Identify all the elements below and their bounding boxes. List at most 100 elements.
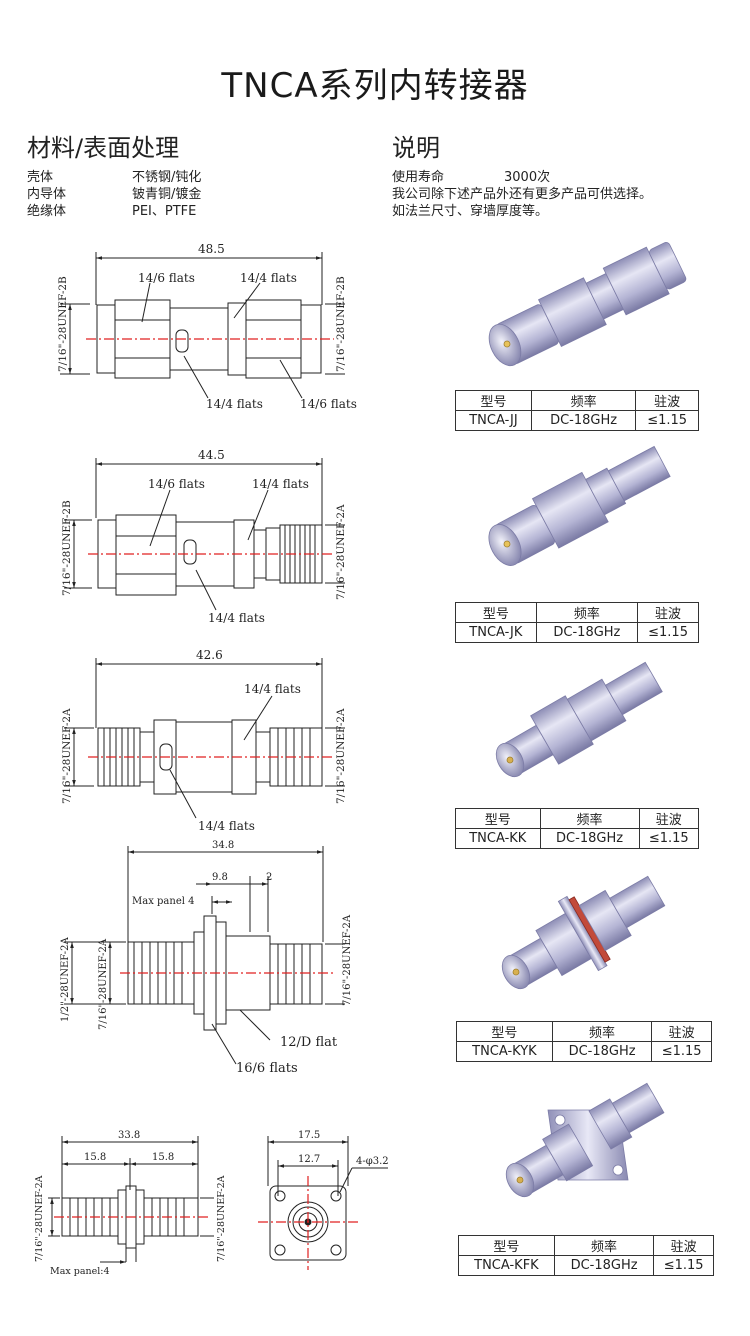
product-image-kyk <box>501 875 666 990</box>
header-freq: 频率 <box>551 1021 653 1042</box>
materials-list: 壳体 不锈钢/钝化 内导体 铍青铜/镀金 绝缘体 PEI、PTFE <box>27 169 201 220</box>
material-row: 内导体 铍青铜/镀金 <box>27 186 201 203</box>
materials-heading: 材料/表面处理 <box>27 134 180 162</box>
drawing-kfk-front <box>267 1136 388 1261</box>
thread-label: 7/16"-28UNEF-2B <box>61 500 73 596</box>
flat-label: 14/4 flats <box>198 819 255 833</box>
drawing-jj <box>60 252 345 399</box>
material-row: 壳体 不锈钢/钝化 <box>27 169 201 186</box>
flat-label: 14/4 flats <box>240 271 297 285</box>
header-freq: 频率 <box>530 390 637 411</box>
header-model: 型号 <box>455 390 532 411</box>
thread-label: 1/2"-28UNEF-2A <box>60 936 71 1022</box>
dim-holes: 4-φ3.2 <box>356 1156 389 1167</box>
header-model: 型号 <box>455 602 537 623</box>
note-life: 使用寿命 3000次 <box>392 169 652 186</box>
thread-label: 7/16"-28UNEF-2A <box>335 504 347 600</box>
material-value: 不锈钢/钝化 <box>132 170 202 185</box>
material-part: 壳体 <box>27 170 54 185</box>
header-freq: 频率 <box>553 1235 655 1256</box>
note-life-value: 3000次 <box>504 170 551 185</box>
dim-flange: 17.5 <box>298 1130 320 1141</box>
dim-length-kyk: 34.8 <box>212 840 234 851</box>
material-part: 内导体 <box>27 187 67 202</box>
flat-label: 14/4 flats <box>208 611 265 625</box>
thread-label: 7/16"-28UNEF-2B <box>335 276 347 372</box>
header-vswr: 驻波 <box>637 602 699 623</box>
thread-label: 7/16"-28UNEF-2A <box>335 708 347 804</box>
thread-label: 7/16"-28UNEF-2A <box>61 708 73 804</box>
header-freq: 频率 <box>539 808 640 829</box>
dim-hole-pitch: 12.7 <box>298 1154 320 1165</box>
thread-label: 7/16"-28UNEF-2A <box>342 914 353 1006</box>
cell-freq: DC-18GHz <box>551 1041 653 1062</box>
cell-freq: DC-18GHz <box>535 622 639 643</box>
center-lines <box>54 338 358 1270</box>
cell-vswr: ≤1.15 <box>651 1041 712 1062</box>
material-row: 绝缘体 PEI、PTFE <box>27 203 201 220</box>
dim-half: 15.8 <box>152 1152 174 1163</box>
cell-vswr: ≤1.15 <box>637 622 699 643</box>
cell-model: TNCA-KFK <box>458 1255 555 1276</box>
header-model: 型号 <box>458 1235 555 1256</box>
dim-thickness: 2 <box>266 872 272 883</box>
flat-label: 14/6 flats <box>300 397 357 411</box>
thread-label: 7/16"-28UNEF-2A <box>216 1175 227 1262</box>
cell-model: TNCA-KYK <box>456 1041 553 1062</box>
thread-label: 7/16"-28UNEF-2A <box>98 938 109 1030</box>
flat-label: 16/6 flats <box>236 1061 298 1076</box>
cell-freq: DC-18GHz <box>539 828 640 849</box>
header-vswr: 驻波 <box>653 1235 714 1256</box>
header-vswr: 驻波 <box>635 390 699 411</box>
header-vswr: 驻波 <box>638 808 700 829</box>
cell-freq: DC-18GHz <box>530 410 637 431</box>
cell-freq: DC-18GHz <box>553 1255 655 1276</box>
header-vswr: 驻波 <box>651 1021 712 1042</box>
page-title: TNCA系列内转接器 <box>221 66 529 106</box>
header-freq: 频率 <box>535 602 639 623</box>
thread-label: 7/16"-28UNEF-2A <box>34 1175 45 1262</box>
flat-label: 12/D flat <box>280 1035 338 1050</box>
dim-length-jj: 48.5 <box>198 242 225 256</box>
notes-block: 使用寿命 3000次 我公司除下述产品外还有更多产品可供选择。 如法兰尺寸、穿墙厚… <box>392 169 652 220</box>
cell-model: TNCA-JK <box>455 622 537 643</box>
note-life-label: 使用寿命 <box>392 170 445 185</box>
note-line: 我公司除下述产品外还有更多产品可供选择。 <box>392 187 653 202</box>
flat-label: 14/4 flats <box>206 397 263 411</box>
flat-label: 14/6 flats <box>138 271 195 285</box>
cell-model: TNCA-JJ <box>455 410 532 431</box>
panel-label: Max panel 4 <box>132 896 194 907</box>
drawing-kk <box>64 658 345 819</box>
cell-vswr: ≤1.15 <box>638 828 700 849</box>
product-image-kk <box>495 661 663 778</box>
cell-model: TNCA-KK <box>455 828 541 849</box>
drawing-jk <box>64 458 345 611</box>
product-image-jk <box>488 445 671 566</box>
dim-length-jk: 44.5 <box>198 448 225 462</box>
panel-label: Max panel:4 <box>50 1266 110 1277</box>
flat-label: 14/4 flats <box>252 477 309 491</box>
flat-label: 14/4 flats <box>244 682 301 696</box>
drawing-kyk <box>64 846 345 1065</box>
dim-length-kk: 42.6 <box>196 648 223 662</box>
thread-label: 7/16"-28UNEF-2B <box>57 276 69 372</box>
cell-vswr: ≤1.15 <box>653 1255 714 1276</box>
dim-offset: 9.8 <box>212 872 228 883</box>
header-model: 型号 <box>455 808 541 829</box>
drawing-kfk-side <box>48 1136 214 1264</box>
flat-label: 14/6 flats <box>148 477 205 491</box>
dim-half: 15.8 <box>84 1152 106 1163</box>
dim-length-kfk: 33.8 <box>118 1130 140 1141</box>
product-image-jj <box>488 242 687 367</box>
material-value: 铍青铜/镀金 <box>132 187 202 202</box>
note-line: 如法兰尺寸、穿墙厚度等。 <box>392 204 549 219</box>
header-model: 型号 <box>456 1021 553 1042</box>
material-part: 绝缘体 <box>27 204 67 219</box>
material-value: PEI、PTFE <box>132 204 197 219</box>
